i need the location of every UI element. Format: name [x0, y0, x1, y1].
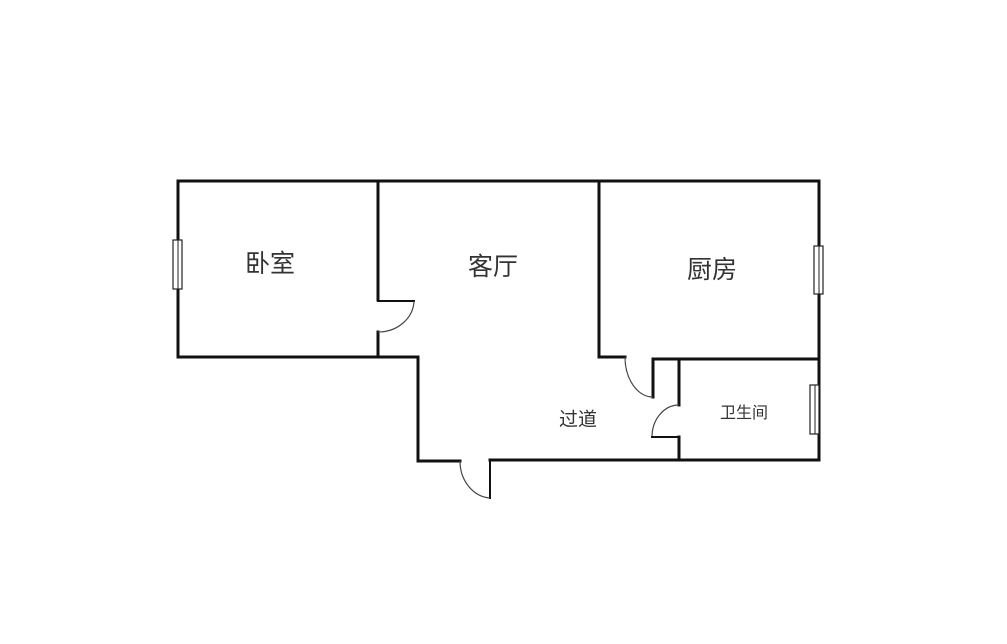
- living-room-label: 客厅: [467, 252, 519, 281]
- kitchen-door[interactable]: [624, 356, 654, 398]
- kitchen-bottom-wall: [651, 357, 819, 399]
- bathroom-door[interactable]: [651, 404, 680, 438]
- outer-top-wall: [176, 179, 821, 462]
- doors: [377, 300, 680, 499]
- bedroom-outer-wall: [176, 179, 462, 463]
- bathroom-label: 卫生间: [719, 403, 769, 422]
- hallway-label: 过道: [558, 408, 598, 431]
- entrance-door[interactable]: [459, 460, 491, 499]
- kitchen-label: 厨房: [686, 255, 738, 284]
- bedroom-label: 卧室: [244, 249, 296, 278]
- bedroom-door[interactable]: [377, 300, 415, 333]
- walls: [176, 179, 821, 463]
- windows: [172, 239, 824, 435]
- kitchen-left-wall: [597, 179, 627, 359]
